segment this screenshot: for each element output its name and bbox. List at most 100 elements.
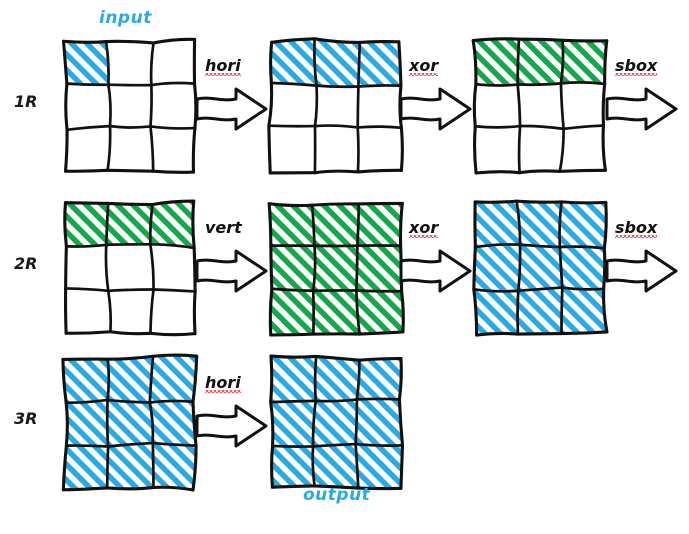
grid-line-horizontal — [560, 286, 605, 291]
arrow-outline — [399, 87, 472, 131]
arrow-vert-row2 — [195, 248, 268, 294]
op-label-xor-row2-misspelled: xor — [409, 218, 439, 237]
grid-line-horizontal — [104, 242, 152, 247]
grid-cell-none — [519, 126, 564, 173]
grid-line-horizontal — [474, 243, 522, 249]
grid-cell-none — [475, 84, 521, 127]
state-grid-round3-state1 — [268, 354, 405, 491]
grid-line-horizontal — [62, 39, 108, 44]
grid-line-horizontal — [152, 288, 197, 293]
grid-cell-none — [150, 244, 196, 292]
grid-cell-blue — [315, 356, 360, 401]
grid-line-vertical — [558, 245, 564, 289]
grid-cell-none — [150, 126, 195, 173]
grid-cell-blue — [355, 444, 403, 489]
grid-cell-none — [475, 126, 521, 173]
grid-line-vertical — [149, 83, 153, 128]
state-grid-round1-state1 — [267, 37, 404, 175]
grid-line-vertical — [312, 37, 318, 87]
grid-cell-none — [268, 125, 315, 173]
grid-line-vertical — [313, 84, 319, 128]
grid-line-horizontal — [65, 243, 108, 248]
grid-line-horizontal — [149, 125, 197, 130]
grid-cell-green — [356, 290, 403, 335]
grid-line-vertical — [311, 445, 316, 488]
grid-line-vertical — [400, 289, 405, 334]
grid-line-horizontal — [310, 202, 361, 207]
grid-line-horizontal — [269, 354, 318, 359]
grid-cell-blue — [107, 443, 154, 488]
grid-line-vertical — [63, 201, 68, 248]
grid-line-horizontal — [65, 82, 110, 87]
grid-line-vertical — [398, 201, 404, 248]
grid-line-horizontal — [61, 486, 109, 492]
grid-cell-blue — [62, 359, 108, 403]
grid-cell-none — [106, 244, 154, 291]
op-label-vert-row2: vert — [205, 218, 242, 237]
grid-line-horizontal — [148, 399, 195, 404]
grid-line-horizontal — [356, 125, 403, 130]
grid-cell-none — [65, 126, 111, 172]
grid-line-horizontal — [515, 199, 564, 204]
grid-line-horizontal — [271, 444, 315, 448]
grid-line-horizontal — [64, 287, 110, 293]
grid-line-vertical — [191, 126, 197, 174]
grid-cell-none — [314, 126, 358, 173]
row-label-1r: 1R — [14, 92, 38, 111]
grid-line-horizontal — [151, 353, 199, 358]
grid-cell-green — [517, 39, 563, 85]
grid-cell-green — [356, 245, 402, 292]
grid-line-horizontal — [474, 170, 522, 175]
grid-line-horizontal — [357, 357, 403, 362]
grid-line-horizontal — [518, 169, 562, 175]
grid-cell-green — [560, 40, 607, 84]
grid-cell-none — [357, 85, 402, 128]
grid-line-vertical — [106, 357, 111, 402]
grid-line-vertical — [104, 202, 110, 247]
grid-line-horizontal — [148, 242, 196, 250]
arrow-outline — [195, 249, 268, 293]
grid-cell-none — [357, 127, 402, 172]
grid-line-horizontal — [64, 330, 112, 335]
grid-line-horizontal — [475, 331, 520, 337]
grid-line-horizontal — [106, 441, 155, 448]
arrow-hori-row3 — [195, 403, 268, 449]
grid-line-horizontal — [63, 168, 110, 173]
grid-line-horizontal — [558, 168, 607, 173]
grid-line-horizontal — [356, 168, 403, 174]
grid-cell-none — [517, 83, 564, 129]
grid-cell-blue — [559, 201, 606, 249]
grid-cell-green — [473, 39, 519, 85]
grid-line-vertical — [104, 243, 110, 293]
grid-line-horizontal — [148, 331, 197, 337]
grid-line-vertical — [602, 200, 608, 250]
grid-line-vertical — [267, 202, 273, 248]
grid-line-horizontal — [517, 37, 565, 42]
grid-line-vertical — [269, 244, 274, 291]
arrow-outline — [605, 249, 678, 293]
op-label-hori-row1-misspelled: hori — [205, 56, 241, 75]
grid-line-vertical — [355, 358, 361, 401]
grid-line-horizontal — [355, 397, 401, 401]
grid-line-vertical — [397, 397, 405, 447]
grid-line-vertical — [269, 400, 275, 448]
grid-cell-green — [270, 288, 314, 335]
grid-line-vertical — [148, 242, 155, 291]
grid-line-vertical — [62, 39, 69, 86]
grid-line-horizontal — [315, 84, 360, 89]
grid-line-vertical — [310, 203, 316, 248]
grid-line-horizontal — [267, 124, 317, 128]
grid-line-horizontal — [151, 169, 196, 174]
grid-line-horizontal — [358, 330, 405, 336]
grid-line-vertical — [558, 200, 563, 249]
grid-cell-blue — [473, 289, 519, 336]
grid-line-vertical — [397, 40, 403, 88]
grid-line-vertical — [61, 444, 68, 492]
grid-cell-green — [313, 290, 360, 335]
arrow-outline — [195, 404, 268, 448]
grid-cell-none — [66, 83, 111, 130]
grid-line-vertical — [399, 126, 404, 172]
state-grid-round2-state1 — [267, 200, 405, 337]
op-label-sbox-row2-misspelled: sbox — [615, 218, 658, 237]
